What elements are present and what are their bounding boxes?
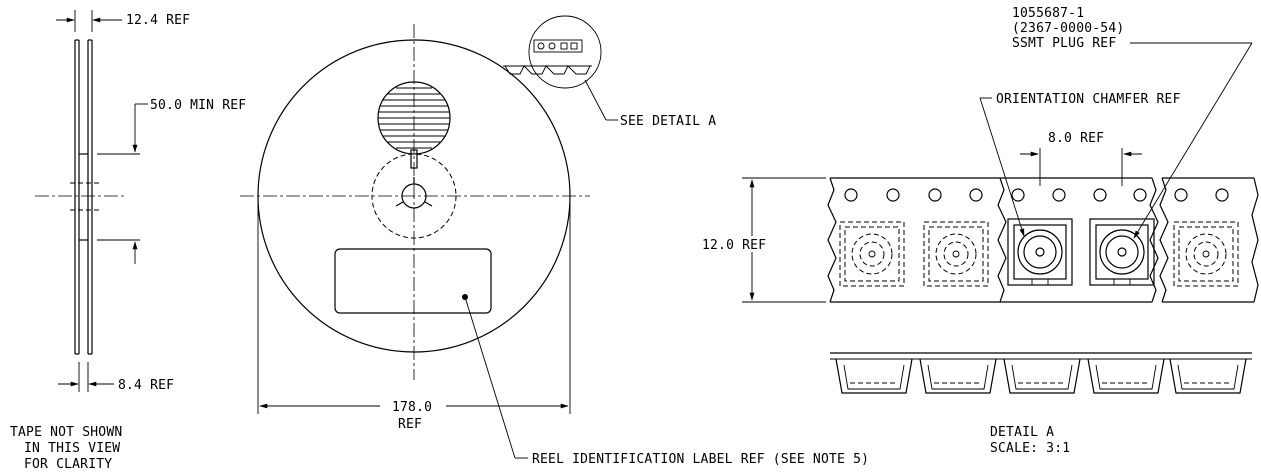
reel-hub [371,153,457,239]
tape-winding [377,81,451,169]
dim-tape-width: 12.0 REF [702,238,766,253]
dim-hub-width: 8.4 REF [118,378,174,393]
part-number: 1055687-1 [1012,6,1084,21]
front-view: REEL IDENTIFICATION LABEL REF (SEE NOTE … [240,15,869,467]
detail-tape-preview [503,39,592,75]
part-description: SSMT PLUG REF [1012,36,1116,51]
dim-pocket-pitch: 8.0 REF [1048,131,1104,146]
dim-reel-diameter-ref: REF [398,417,422,432]
side-view: 12.4 REF 50.0 MIN REF 8.4 REF TAPE NOT S… [10,10,246,472]
note-line-3: FOR CLARITY [24,457,112,472]
part-alt-number: (2367-0000-54) [1012,21,1124,36]
dim-reel-diameter: 178.0 [392,400,432,415]
dim-reel-width: 12.4 REF [126,13,190,28]
detail-callout: SEE DETAIL A [620,114,716,129]
note-line-2: IN THIS VIEW [24,441,120,456]
dim-hub-diameter: 50.0 MIN REF [150,98,246,113]
label-callout: REEL IDENTIFICATION LABEL REF (SEE NOTE … [532,452,869,467]
chamfer-callout: ORIENTATION CHAMFER REF [996,92,1181,107]
connector-pocket-2 [1089,218,1155,286]
reel-label-area [334,248,492,314]
detail-title: DETAIL A [990,425,1054,440]
detail-a-circle [528,15,602,89]
note-line-1: TAPE NOT SHOWN [10,425,122,440]
detail-a: 12.0 REF 8.0 REF ORIENTATION CHAMFER REF… [702,6,1259,456]
connector-pocket-1 [1007,218,1073,286]
detail-scale: SCALE: 3:1 [990,441,1070,456]
